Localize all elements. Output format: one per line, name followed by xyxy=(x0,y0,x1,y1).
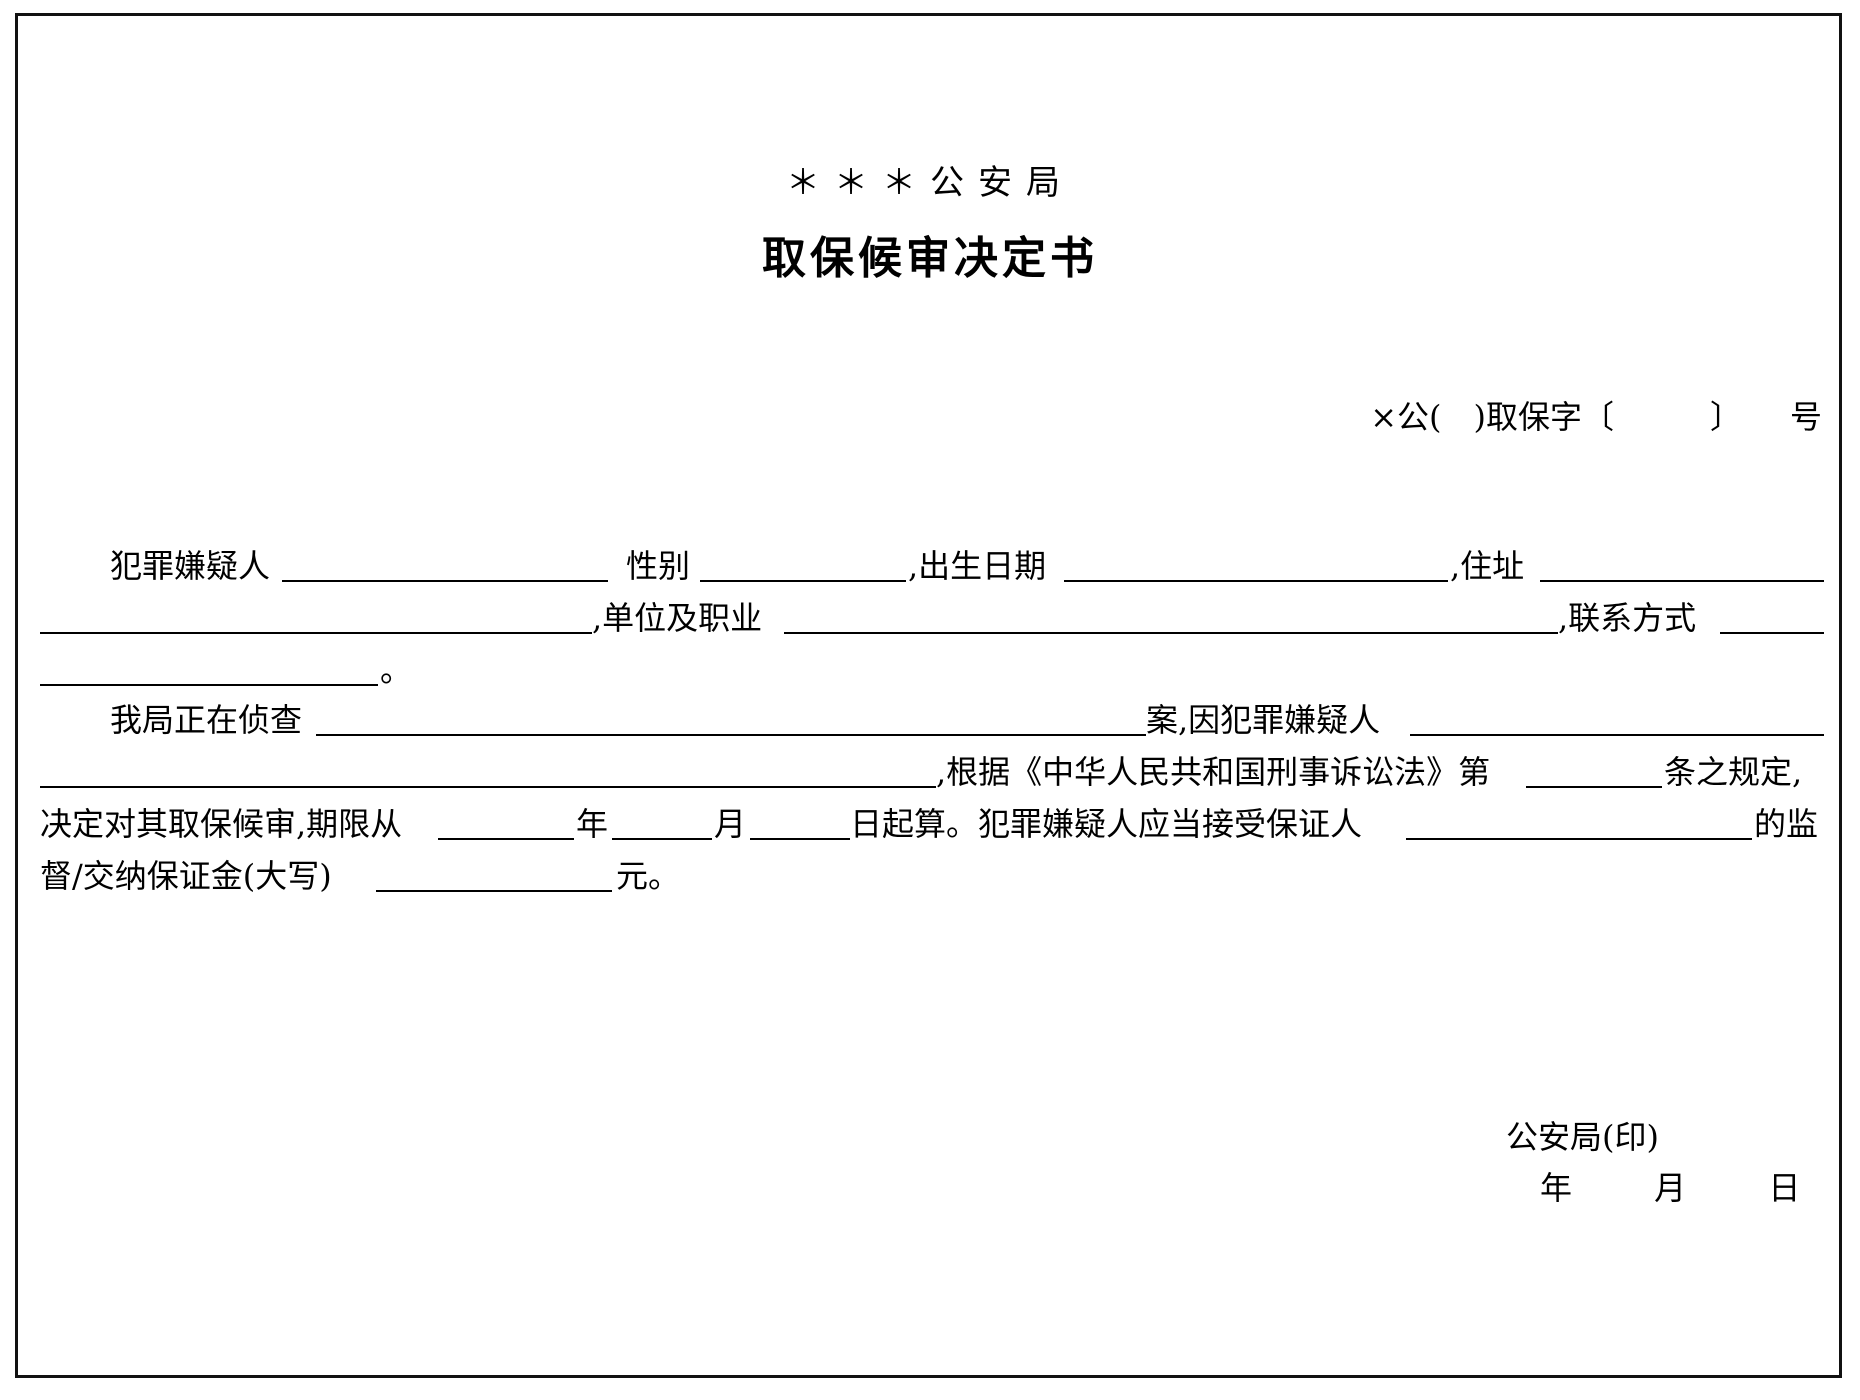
body-line-4: 我局正在侦查 案,因犯罪嫌疑人 xyxy=(40,694,1824,746)
reason-field-continued[interactable] xyxy=(40,746,936,788)
label-address: ,住址 xyxy=(1450,547,1525,585)
label-contact: ,联系方式 xyxy=(1558,599,1697,637)
body-line-1: 犯罪嫌疑人 性别 ,出生日期 ,住址 xyxy=(40,540,1824,592)
agency-name: ＊＊＊公安局 xyxy=(786,163,1074,203)
body-line-5: ,根据《中华人民共和国刑事诉讼法》第 条之规定, xyxy=(40,746,1824,798)
suspect-name-field[interactable] xyxy=(282,540,608,582)
bail-amount-field[interactable] xyxy=(376,850,612,892)
period-mark: 。 xyxy=(380,651,413,689)
guarantor-field[interactable] xyxy=(1406,798,1752,840)
date-day-label: 日 xyxy=(1768,1169,1801,1207)
reason-field[interactable] xyxy=(1410,694,1824,736)
case-name-field[interactable] xyxy=(316,694,1146,736)
contact-field[interactable] xyxy=(1720,592,1824,634)
start-month-field[interactable] xyxy=(612,798,712,840)
address-field[interactable] xyxy=(1540,540,1824,582)
label-bail-amount: 督/交纳保证金(大写) xyxy=(40,857,332,895)
start-day-field[interactable] xyxy=(750,798,850,840)
label-gender: 性别 xyxy=(626,547,691,585)
label-investigating: 我局正在侦查 xyxy=(110,701,303,739)
document-number: ×公( )取保字〔 〕 号 xyxy=(1370,398,1822,436)
label-year: 年 xyxy=(576,805,609,843)
label-suspect: 犯罪嫌疑人 xyxy=(110,547,271,585)
label-day-guarantor: 日起算。犯罪嫌疑人应当接受保证人 xyxy=(850,805,1363,843)
label-supervision: 的监 xyxy=(1754,805,1819,843)
body-line-6: 决定对其取保候审,期限从 年 月 日起算。犯罪嫌疑人应当接受保证人 的监 xyxy=(40,798,1824,850)
label-birthdate: ,出生日期 xyxy=(908,547,1047,585)
label-month: 月 xyxy=(714,805,747,843)
issue-date: 年 月 日 xyxy=(1540,1163,1800,1209)
label-decision: 决定对其取保候审,期限从 xyxy=(40,805,403,843)
body-line-7: 督/交纳保证金(大写) 元。 xyxy=(40,850,1824,902)
label-law-article: ,根据《中华人民共和国刑事诉讼法》第 xyxy=(936,753,1491,791)
date-year-label: 年 xyxy=(1540,1169,1573,1207)
article-number-field[interactable] xyxy=(1526,746,1662,788)
employer-field[interactable] xyxy=(784,592,1558,634)
start-year-field[interactable] xyxy=(438,798,574,840)
gender-field[interactable] xyxy=(700,540,906,582)
label-case-suspect: 案,因犯罪嫌疑人 xyxy=(1146,701,1381,739)
document-border xyxy=(15,13,1842,1378)
body-line-3: 。 xyxy=(40,644,1824,696)
document-title: 取保候审决定书 xyxy=(762,233,1098,284)
birthdate-field[interactable] xyxy=(1064,540,1448,582)
label-article-suffix: 条之规定, xyxy=(1664,753,1803,791)
issuer-seal: 公安局(印) xyxy=(1506,1118,1659,1156)
label-currency: 元。 xyxy=(616,857,681,895)
date-month-label: 月 xyxy=(1654,1169,1687,1207)
contact-field-continued[interactable] xyxy=(40,644,378,686)
label-employer: ,单位及职业 xyxy=(592,599,763,637)
body-line-2: ,单位及职业 ,联系方式 xyxy=(40,592,1824,644)
address-field-continued[interactable] xyxy=(40,592,592,634)
